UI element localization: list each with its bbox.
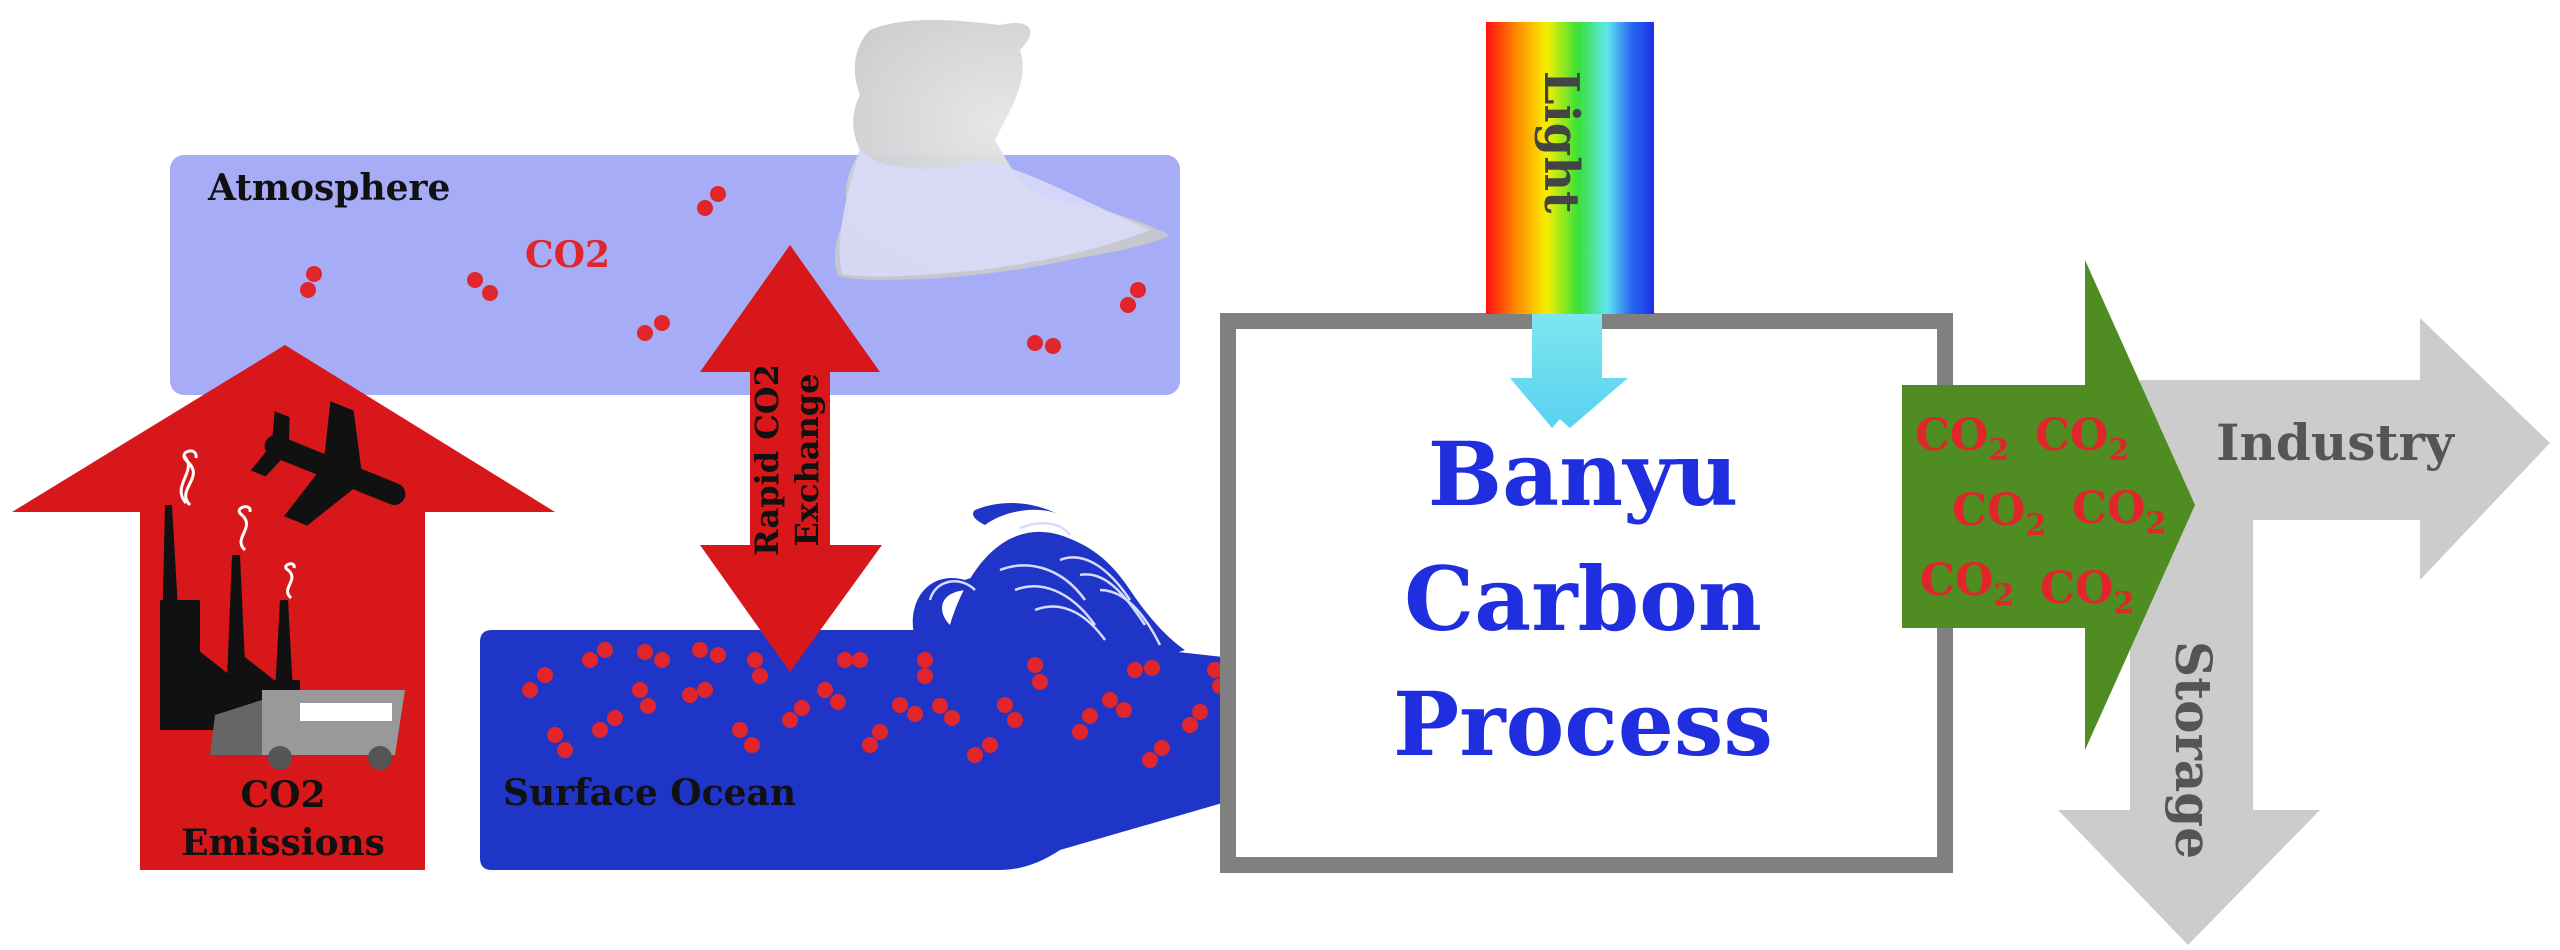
ocean-molecule (1182, 717, 1198, 733)
ocean-molecule (547, 727, 563, 743)
co2-output-arrow (1902, 260, 2195, 750)
atmosphere-molecules (300, 186, 1146, 354)
ocean-molecule (837, 652, 853, 668)
co2-output-label: CO2 (1952, 485, 2046, 543)
atmosphere-label: Atmosphere (207, 167, 450, 209)
ocean-molecule (1102, 692, 1118, 708)
co2-output-label: CO2 (1920, 555, 2014, 613)
atm-molecule (1120, 297, 1136, 313)
exchange-label-line1: Rapid CO2 (748, 364, 786, 556)
co2-output-labels: CO2 CO2 CO2 CO2 CO2 CO2 (1915, 410, 2166, 621)
cloud-icon (835, 20, 1170, 280)
ocean-molecule (782, 712, 798, 728)
ocean-label: Surface Ocean (503, 772, 796, 814)
atm-molecule (1027, 335, 1043, 351)
atm-molecule (300, 282, 316, 298)
ocean-molecule (1027, 657, 1043, 673)
ocean-molecule (692, 642, 708, 658)
ocean-molecule (1072, 724, 1088, 740)
co2-output-label: CO2 (2035, 410, 2129, 468)
wave-icon (912, 503, 1185, 655)
ocean-molecule (1207, 662, 1223, 678)
ocean-molecule (862, 737, 878, 753)
atm-molecule (697, 200, 713, 216)
ocean-molecule (637, 644, 653, 660)
process-title-line2: Carbon (1404, 547, 1762, 651)
atm-molecule (467, 272, 483, 288)
exchange-label-line2: Exchange (788, 374, 826, 547)
process-title-line3: Process (1393, 672, 1773, 776)
emissions-label-line2: Emissions (181, 822, 385, 864)
airplane-icon (250, 401, 406, 526)
ocean-molecule (932, 698, 948, 714)
co2-output-label: CO2 (2072, 483, 2166, 541)
ocean-molecule (892, 697, 908, 713)
emissions-label-line1: CO2 (240, 774, 325, 816)
surface-ocean (480, 615, 1365, 870)
ocean-molecule (582, 652, 598, 668)
truck-icon (210, 690, 405, 770)
light-beam (1486, 22, 1654, 428)
ocean-molecule (967, 747, 983, 763)
ocean-molecule (732, 722, 748, 738)
light-label: Light (1533, 71, 1589, 214)
rapid-exchange-arrow (700, 245, 882, 672)
ocean-molecule (917, 652, 933, 668)
storage-label: Storage (2164, 641, 2223, 859)
ocean-molecule (1142, 752, 1158, 768)
ocean-molecule (997, 697, 1013, 713)
ocean-molecule (747, 652, 763, 668)
co2-output-label: CO2 (2040, 563, 2134, 621)
industry-label: Industry (2216, 413, 2456, 472)
ocean-molecule (817, 682, 833, 698)
atmosphere-co2-label: CO2 (525, 234, 610, 276)
ocean-molecule (632, 682, 648, 698)
co2-output-label: CO2 (1915, 410, 2009, 468)
ocean-molecule (1127, 662, 1143, 678)
ocean-molecule (682, 687, 698, 703)
ocean-molecule (592, 722, 608, 738)
process-title-line1: Banyu (1428, 422, 1739, 526)
atm-molecule (637, 325, 653, 341)
ocean-molecule (522, 682, 538, 698)
